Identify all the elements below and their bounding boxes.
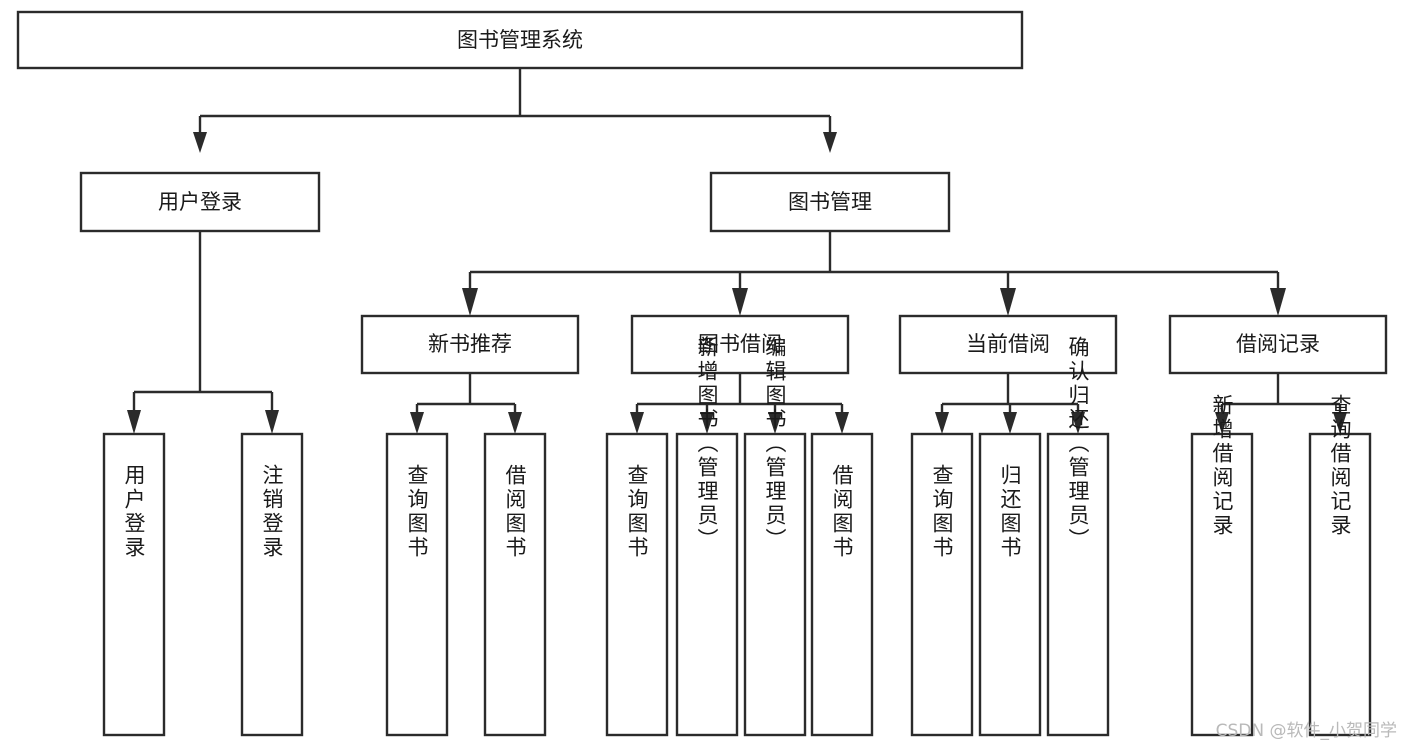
node-leaf-add-book-label: 新增图书（管理员）: [695, 336, 719, 552]
connector-group-book-borrow: [630, 373, 849, 434]
node-leaf-query-book-3-box[interactable]: [910, 432, 974, 737]
csdn-watermark: CSDN @软件_小贺同学: [1215, 721, 1397, 741]
arrow-to-leaf-return-book: [1003, 412, 1017, 434]
arrow-to-leaf-edit-book: [768, 412, 782, 434]
node-leaf-query-book-3[interactable]: 查询图书: [910, 432, 974, 737]
node-leaf-query-book-2-box[interactable]: [605, 432, 669, 737]
node-user-login[interactable]: 用户登录: [79, 171, 321, 233]
connector-group-book-manage: [462, 231, 1286, 316]
node-book-manage-label: 图书管理: [788, 190, 872, 214]
node-user-login-box[interactable]: [79, 171, 321, 233]
arrow-to-leaf-borrow-book-1: [508, 412, 522, 434]
node-leaf-confirm-return[interactable]: 确认归还（管理员）: [1046, 336, 1110, 737]
node-book-manage-box[interactable]: [709, 171, 951, 233]
node-leaf-add-record-label: 新增借阅记录: [1210, 394, 1234, 538]
arrow-to-leaf-logout: [265, 410, 279, 434]
arrow-to-leaf-query-book-3: [935, 412, 949, 434]
node-leaf-borrow-book-1-label: 借阅图书: [503, 464, 527, 560]
node-book-manage[interactable]: 图书管理: [709, 171, 951, 233]
connector-group-borrow-record: [1215, 373, 1347, 434]
node-leaf-add-book[interactable]: 新增图书（管理员）: [675, 336, 739, 737]
arrow-to-leaf-borrow-book-2: [835, 412, 849, 434]
node-leaf-edit-book-label: 编辑图书（管理员）: [763, 336, 787, 552]
node-book-borrow-box[interactable]: [630, 314, 850, 375]
node-current-borrow-label: 当前借阅: [966, 332, 1050, 356]
connector-group-user-login: [127, 231, 279, 434]
arrow-to-book-borrow: [732, 288, 748, 316]
node-leaf-query-book-1-label: 查询图书: [405, 464, 429, 560]
node-leaf-edit-book-box[interactable]: [743, 432, 807, 737]
node-leaf-borrow-book-1-box[interactable]: [483, 432, 547, 737]
node-user-login-label: 用户登录: [158, 190, 242, 214]
arrow-to-leaf-add-book: [700, 412, 714, 434]
node-leaf-user-login-box[interactable]: [102, 432, 166, 737]
node-root-label: 图书管理系统: [457, 28, 583, 52]
node-borrow-record-label: 借阅记录: [1236, 332, 1320, 356]
node-leaf-borrow-book-2[interactable]: 借阅图书: [810, 432, 874, 737]
node-current-borrow[interactable]: 当前借阅: [898, 314, 1118, 375]
node-leaf-query-record[interactable]: 查询借阅记录: [1308, 394, 1372, 737]
node-leaf-borrow-book-2-box[interactable]: [810, 432, 874, 737]
arrow-to-leaf-user-login: [127, 410, 141, 434]
node-leaf-borrow-book-1[interactable]: 借阅图书: [483, 432, 547, 737]
node-leaf-return-book-label: 归还图书: [998, 464, 1022, 560]
node-leaf-logout-box[interactable]: [240, 432, 304, 737]
connector-group-current-borrow: [935, 373, 1085, 434]
node-leaf-return-book[interactable]: 归还图书: [978, 432, 1042, 737]
node-leaf-query-book-2[interactable]: 查询图书: [605, 432, 669, 737]
node-root-box[interactable]: [16, 10, 1024, 70]
node-new-book-recommend-label: 新书推荐: [428, 332, 512, 356]
node-leaf-logout-label: 注销登录: [260, 464, 284, 560]
node-leaf-confirm-return-box[interactable]: [1046, 432, 1110, 737]
node-leaf-user-login-label: 用户登录: [122, 464, 146, 560]
connector-group-root: [193, 68, 837, 153]
arrow-to-leaf-query-record: [1333, 412, 1347, 434]
node-leaf-query-book-1-box[interactable]: [385, 432, 449, 737]
node-borrow-record-box[interactable]: [1168, 314, 1388, 375]
node-leaf-logout[interactable]: 注销登录: [240, 432, 304, 737]
arrow-to-leaf-add-record: [1215, 412, 1229, 434]
node-root[interactable]: 图书管理系统: [16, 10, 1024, 70]
node-leaf-query-book-3-label: 查询图书: [930, 464, 954, 560]
arrow-to-borrow-record: [1270, 288, 1286, 316]
node-leaf-return-book-box[interactable]: [978, 432, 1042, 737]
node-leaf-edit-book[interactable]: 编辑图书（管理员）: [743, 336, 807, 737]
node-leaf-add-record-box[interactable]: [1190, 432, 1254, 737]
arrow-to-current-borrow: [1000, 288, 1016, 316]
node-leaf-confirm-return-label: 确认归还（管理员）: [1066, 336, 1090, 552]
arrow-root-to-user-login: [193, 132, 207, 153]
node-new-book-recommend[interactable]: 新书推荐: [360, 314, 580, 375]
node-leaf-add-book-box[interactable]: [675, 432, 739, 737]
arrow-to-leaf-confirm-return: [1071, 412, 1085, 434]
node-borrow-record[interactable]: 借阅记录: [1168, 314, 1388, 375]
node-new-book-recommend-box[interactable]: [360, 314, 580, 375]
node-current-borrow-box[interactable]: [898, 314, 1118, 375]
arrow-to-new-book-recommend: [462, 288, 478, 316]
node-book-borrow[interactable]: 图书借阅: [630, 314, 850, 375]
node-leaf-query-book-2-label: 查询图书: [625, 464, 649, 560]
connector-group-new-book-recommend: [410, 373, 522, 434]
node-leaf-query-book-1[interactable]: 查询图书: [385, 432, 449, 737]
node-leaf-borrow-book-2-label: 借阅图书: [830, 464, 854, 560]
node-book-borrow-label: 图书借阅: [698, 332, 782, 356]
node-leaf-query-record-box[interactable]: [1308, 432, 1372, 737]
arrow-to-leaf-query-book-1: [410, 412, 424, 434]
node-leaf-user-login[interactable]: 用户登录: [102, 432, 166, 737]
arrow-root-to-book-manage: [823, 132, 837, 153]
node-leaf-add-record[interactable]: 新增借阅记录: [1190, 394, 1254, 737]
node-leaf-query-record-label: 查询借阅记录: [1328, 394, 1352, 538]
arrow-to-leaf-query-book-2: [630, 412, 644, 434]
